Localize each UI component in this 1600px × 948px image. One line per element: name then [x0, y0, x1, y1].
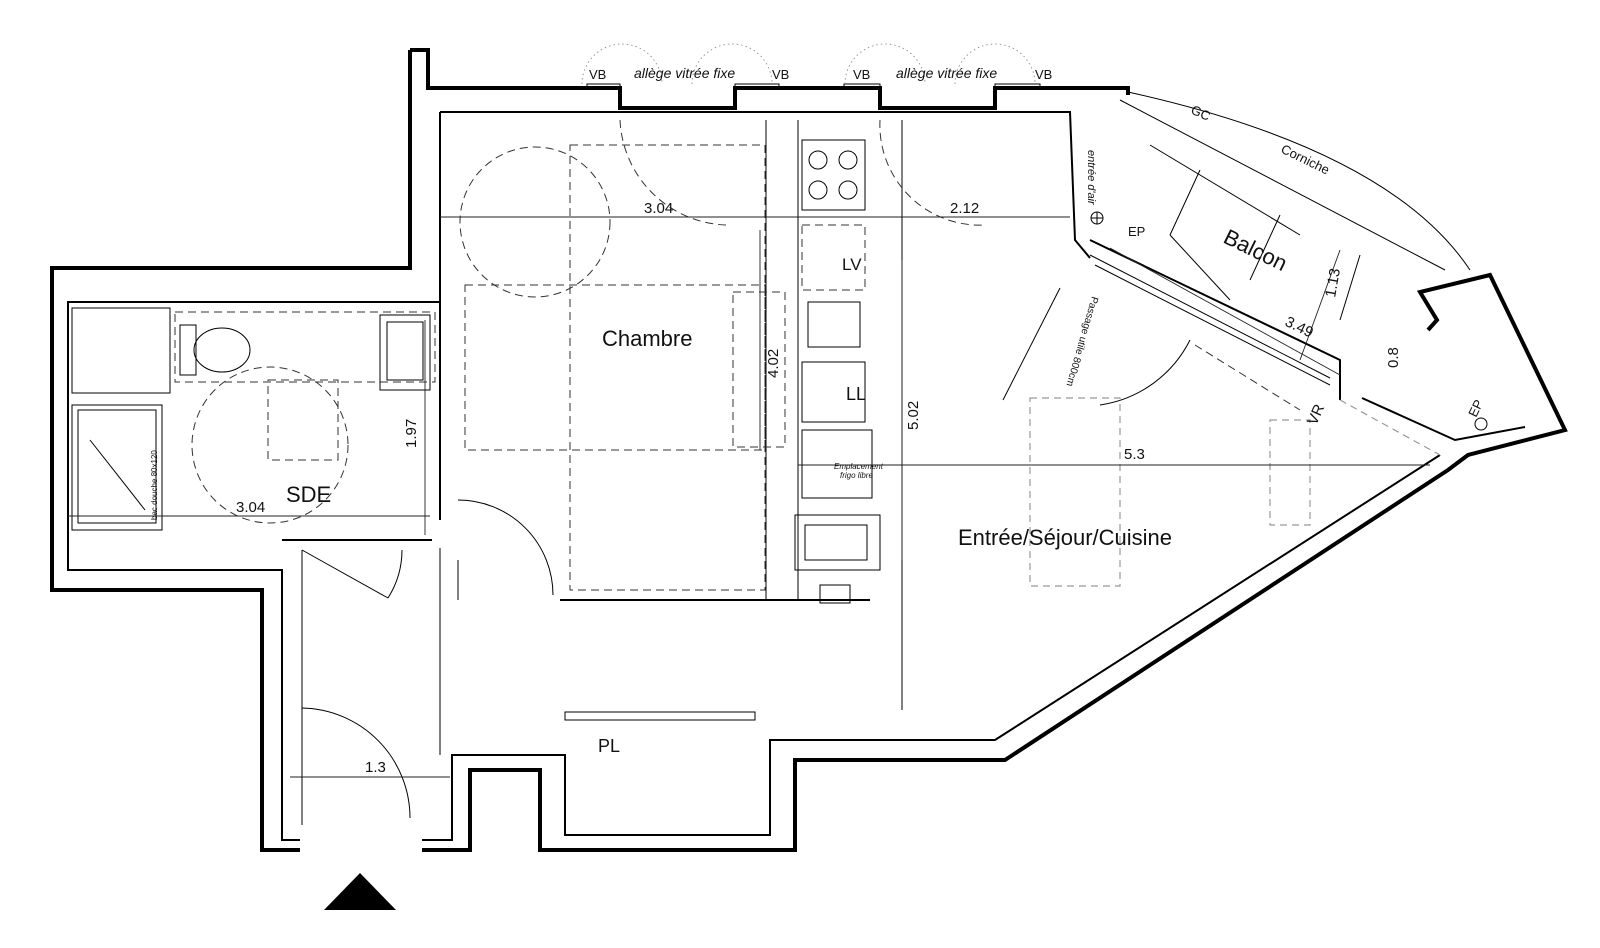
- gc-label: GC: [1189, 102, 1213, 124]
- vr-label: VR: [1304, 402, 1328, 428]
- entrance-arrow-icon: [324, 873, 396, 910]
- allege-label-2: allège vitrée fixe: [896, 65, 997, 81]
- room-label-lave-linge: LL: [846, 384, 866, 404]
- shower-label: bac douche 80x120: [150, 450, 159, 520]
- dim-balcon-length: 3.49: [1282, 313, 1316, 341]
- frigo-label-line1: Emplacement: [834, 462, 884, 471]
- door-swings: [301, 287, 1191, 819]
- dim-sde-width: 3.04: [236, 499, 265, 516]
- dim-chambre-width: 3.04: [644, 200, 673, 217]
- entree-air-label: entrée d'air: [1085, 150, 1097, 206]
- dim-sejour-width-top: 2.12: [950, 200, 979, 217]
- exterior-walls: [50, 48, 1568, 852]
- furniture-layout: [174, 119, 1441, 591]
- vb-label-2: VB: [772, 67, 789, 82]
- balcony: [1089, 91, 1471, 386]
- downpipes: [1090, 211, 1488, 431]
- dim-sejour-depth: 5.02: [905, 401, 922, 430]
- vb-label-3: VB: [853, 67, 870, 82]
- room-label-chambre: Chambre: [602, 326, 692, 351]
- dim-chambre-depth: 4.02: [765, 349, 782, 378]
- allege-label-1: allège vitrée fixe: [634, 65, 735, 81]
- frigo-label-line2: frigo libre: [840, 471, 873, 480]
- dim-balcon-end: 0.8: [1385, 347, 1402, 368]
- vb-label-4: VB: [1035, 67, 1052, 82]
- bathroom: [71, 307, 431, 531]
- partitions: [282, 120, 903, 825]
- room-label-sde: SDE: [286, 482, 331, 507]
- room-label-placard: PL: [598, 736, 620, 756]
- dim-sde-depth: 1.97: [403, 419, 420, 448]
- dim-sejour-length: 5.3: [1124, 446, 1145, 463]
- kitchen: [794, 139, 881, 604]
- dimension-lines: [68, 216, 1430, 778]
- passage-label: Passage utile 800cm: [1064, 295, 1100, 387]
- dim-balcon-depth: 1.13: [1322, 267, 1344, 299]
- dim-entry-width: 1.3: [365, 759, 386, 776]
- ep-label-1: EP: [1128, 224, 1145, 239]
- room-label-lave-vaisselle: LV: [842, 255, 862, 274]
- room-label-sejour: Entrée/Séjour/Cuisine: [958, 525, 1172, 550]
- top-windows: [581, 43, 1041, 113]
- vb-label-1: VB: [589, 67, 606, 82]
- ep-label-2: EP: [1465, 397, 1486, 419]
